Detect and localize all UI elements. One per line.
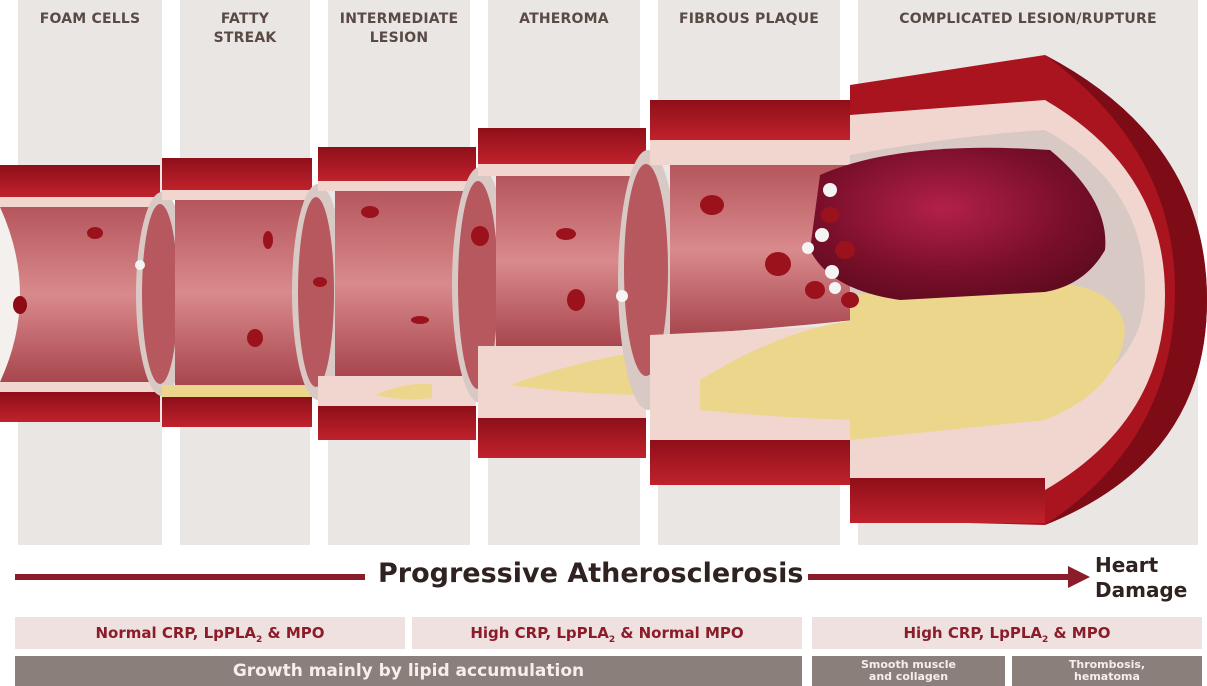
progression-title: Progressive Atherosclerosis — [378, 558, 803, 589]
arrow-shaft-right — [808, 574, 1070, 580]
biomarker-tail: & Normal MPO — [615, 624, 744, 642]
artery-segment-fatty-streak — [162, 158, 344, 427]
biomarker-tail: & MPO — [1048, 624, 1110, 642]
growth-bar-smooth-muscle: Smooth muscle and collagen — [812, 656, 1005, 686]
growth-line: and collagen — [812, 671, 1005, 683]
biomarker-text: Normal CRP, LpPLA — [95, 624, 256, 642]
arrow-head — [1068, 566, 1090, 588]
biomarker-text: High CRP, LpPLA — [904, 624, 1043, 642]
growth-line: hematoma — [1012, 671, 1202, 683]
artery-illustration — [0, 0, 1207, 560]
growth-bar-lipid: Growth mainly by lipid accumulation — [15, 656, 802, 686]
biomarker-bar-normal: Normal CRP, LpPLA2 & MPO — [15, 617, 405, 649]
biomarker-text: High CRP, LpPLA — [470, 624, 609, 642]
arrow-shaft-left — [15, 574, 365, 580]
artery-segment-foam-cells — [0, 165, 188, 422]
artery-segment-complicated-lesion — [802, 55, 1207, 525]
biomarker-bar-high-normal-mpo: High CRP, LpPLA2 & Normal MPO — [412, 617, 802, 649]
biomarker-bar-high-all: High CRP, LpPLA2 & MPO — [812, 617, 1202, 649]
heart-damage-label: Heart Damage — [1095, 553, 1187, 603]
heart-damage-line: Heart — [1095, 553, 1187, 578]
growth-bar-thrombosis: Thrombosis, hematoma — [1012, 656, 1202, 686]
heart-damage-line: Damage — [1095, 578, 1187, 603]
biomarker-tail: & MPO — [262, 624, 324, 642]
